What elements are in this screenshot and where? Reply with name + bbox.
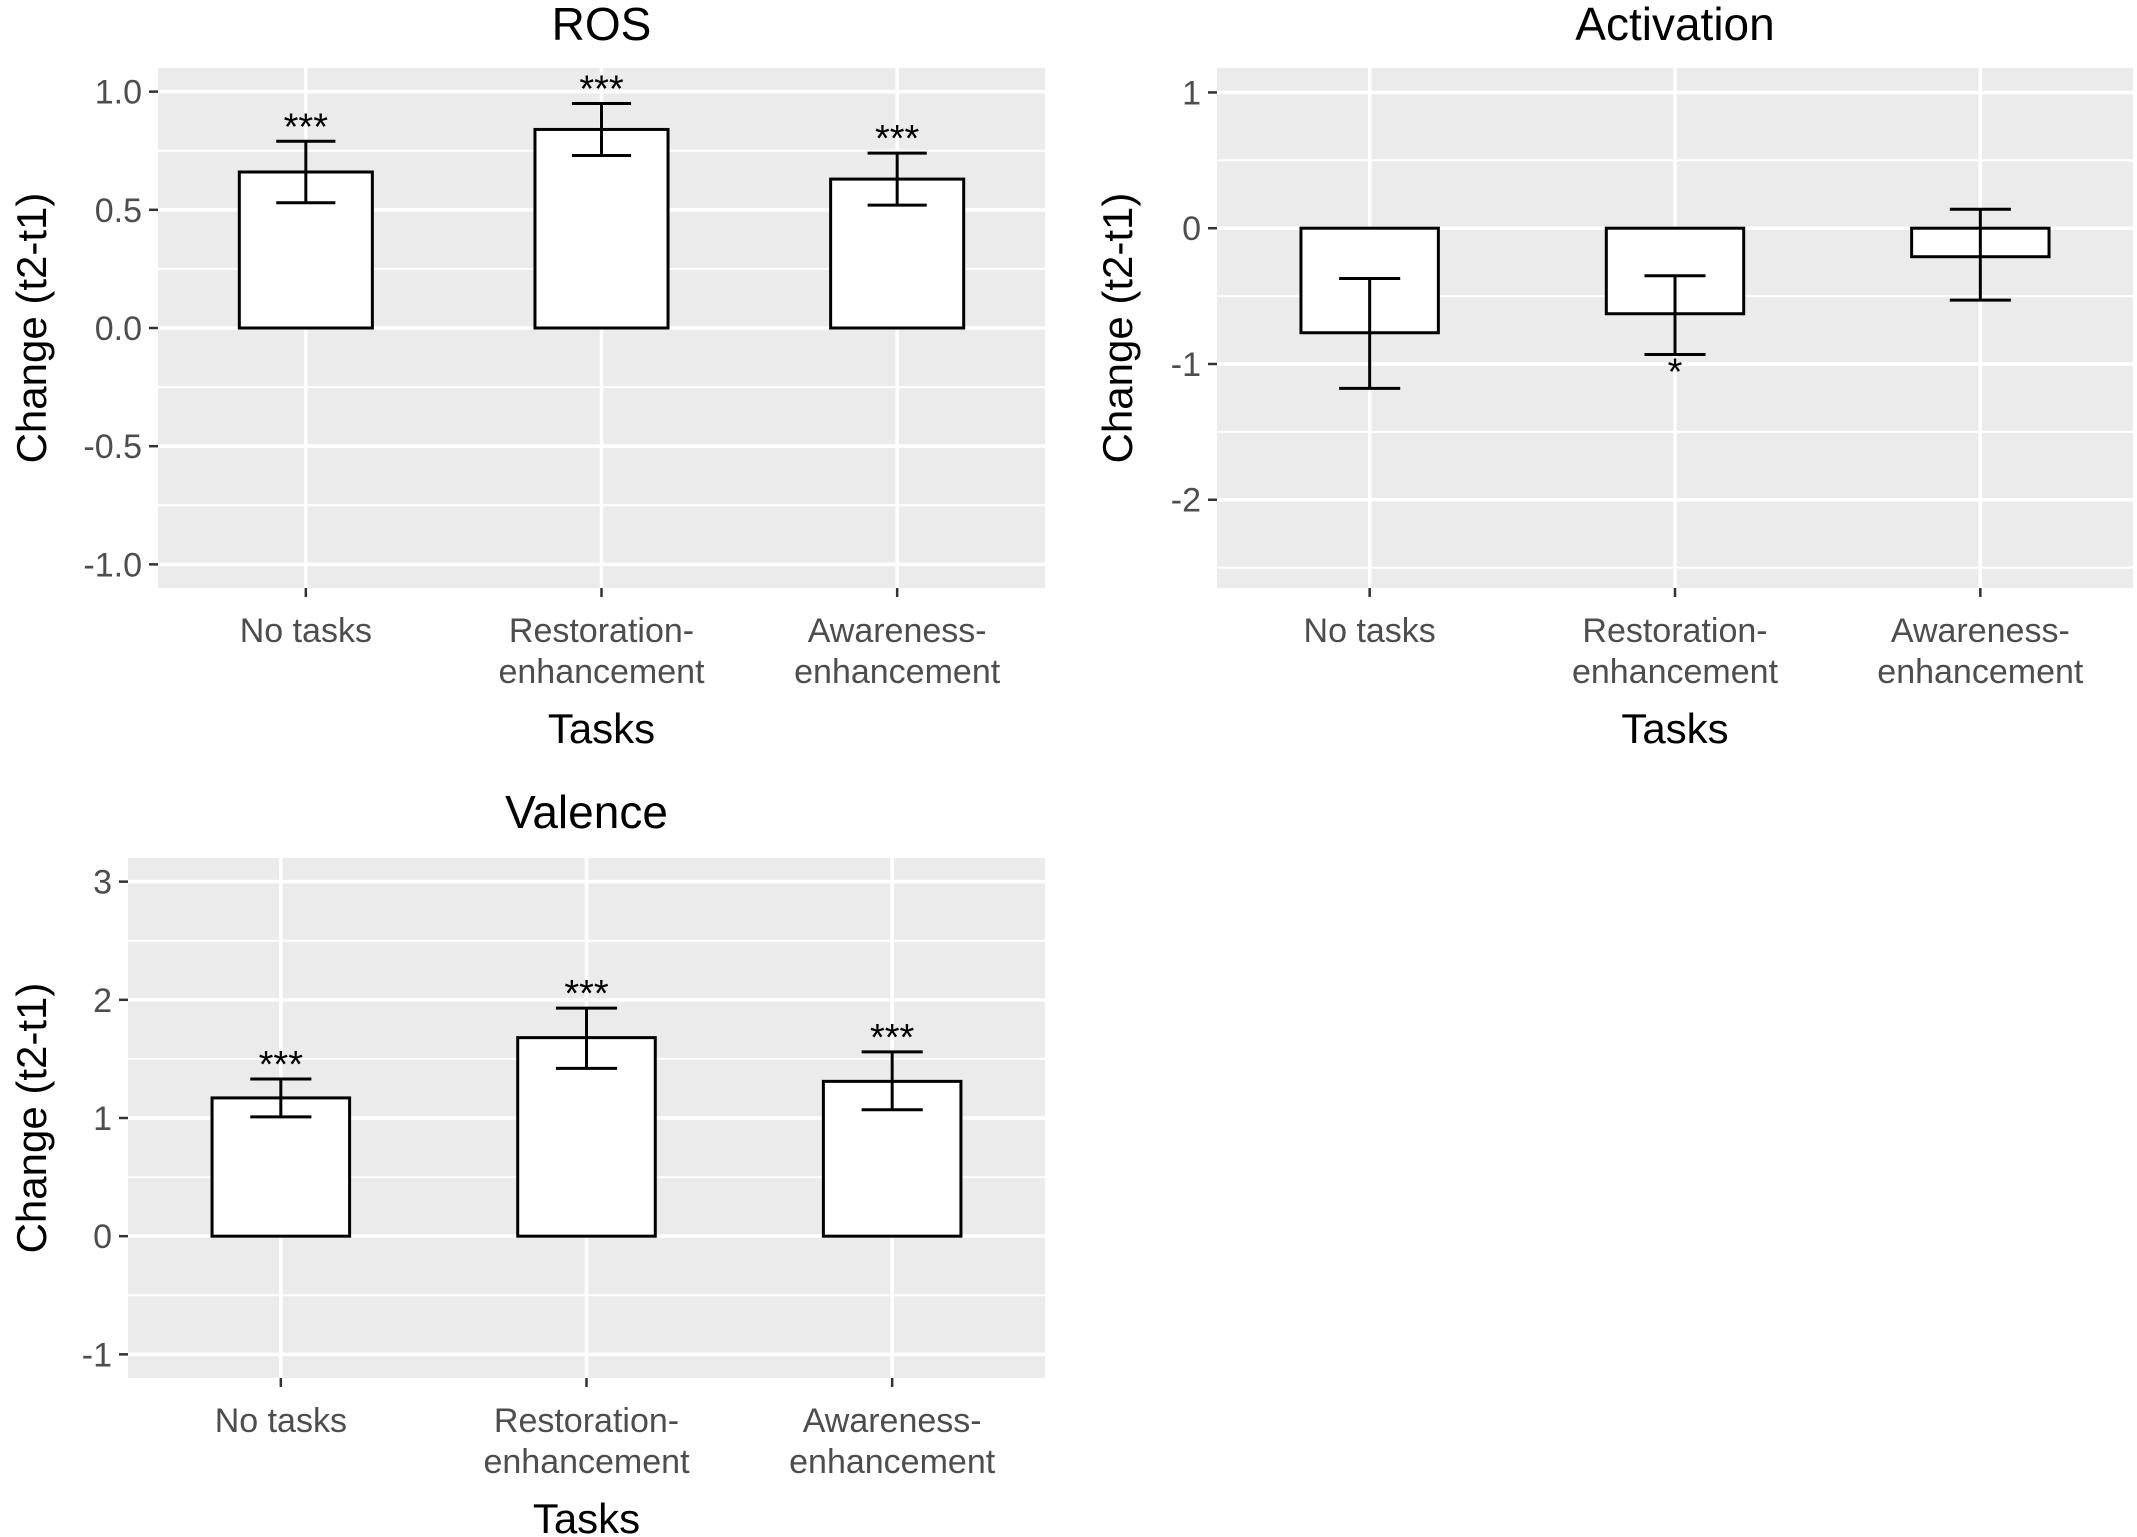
- panel-valence: -1 0 1 2 3 *** No tasks *** Restoration-enhancem…: [8, 786, 1045, 1537]
- bar: [533, 127, 670, 330]
- significance-label: ***: [564, 973, 609, 1015]
- y-tick-label: -1.0: [83, 546, 142, 584]
- x-tick-label: Restoration-: [1582, 612, 1767, 650]
- y-tick-label: 0.5: [95, 192, 142, 230]
- x-tick-label: enhancement: [794, 653, 1001, 691]
- x-tick-label: enhancement: [483, 1443, 690, 1481]
- x-tick-label: enhancement: [1877, 653, 2084, 691]
- y-axis-title: Change (t2-t1): [1094, 193, 1141, 464]
- y-axis-title: Change (t2-t1): [8, 193, 55, 464]
- x-tick-label: Restoration-: [494, 1402, 679, 1440]
- x-tick-label: No tasks: [1304, 612, 1436, 650]
- chart-title: ROS: [552, 0, 652, 50]
- significance-label: ***: [284, 106, 329, 148]
- y-tick-label: 1: [1182, 74, 1201, 112]
- x-tick-label: enhancement: [1572, 653, 1779, 691]
- chart-title: Valence: [505, 786, 668, 838]
- x-axis-title: Tasks: [548, 705, 655, 752]
- bar: [210, 1096, 352, 1238]
- x-tick-label: Awareness-: [1891, 612, 2070, 650]
- y-tick-label: 1: [93, 1100, 112, 1138]
- x-tick-label: enhancement: [498, 653, 705, 691]
- y-tick-label: 0.0: [95, 310, 142, 348]
- y-axis-title: Change (t2-t1): [8, 983, 55, 1254]
- x-axis-title: Tasks: [1621, 705, 1728, 752]
- y-tick-label: 0: [93, 1218, 112, 1256]
- y-tick-label: -1: [1171, 346, 1201, 384]
- significance-label: *: [1668, 351, 1683, 393]
- y-tick-label: -2: [1171, 482, 1201, 520]
- significance-label: ***: [259, 1044, 304, 1086]
- y-tick-label: 0: [1182, 210, 1201, 248]
- x-tick-label: No tasks: [215, 1402, 347, 1440]
- significance-label: ***: [870, 1017, 915, 1059]
- x-tick-label: enhancement: [789, 1443, 996, 1481]
- y-tick-label: -1: [82, 1336, 112, 1374]
- chart-title: Activation: [1575, 0, 1774, 50]
- y-tick-label: 3: [93, 864, 112, 902]
- x-axis-title: Tasks: [533, 1495, 640, 1537]
- x-tick-label: Restoration-: [509, 612, 694, 650]
- bar: [516, 1036, 657, 1238]
- x-tick-label: Awareness-: [808, 612, 987, 650]
- significance-label: ***: [579, 68, 624, 110]
- y-tick-label: -0.5: [83, 428, 142, 466]
- x-tick-label: No tasks: [240, 612, 372, 650]
- x-tick-label: Awareness-: [803, 1402, 982, 1440]
- y-tick-label: 2: [93, 982, 112, 1020]
- y-tick-label: 1.0: [95, 74, 142, 112]
- panel-ros: -1.0 -0.5 0.0 0.5 1.0 *** No tasks *** Restorati…: [8, 0, 1045, 752]
- significance-label: ***: [875, 118, 920, 160]
